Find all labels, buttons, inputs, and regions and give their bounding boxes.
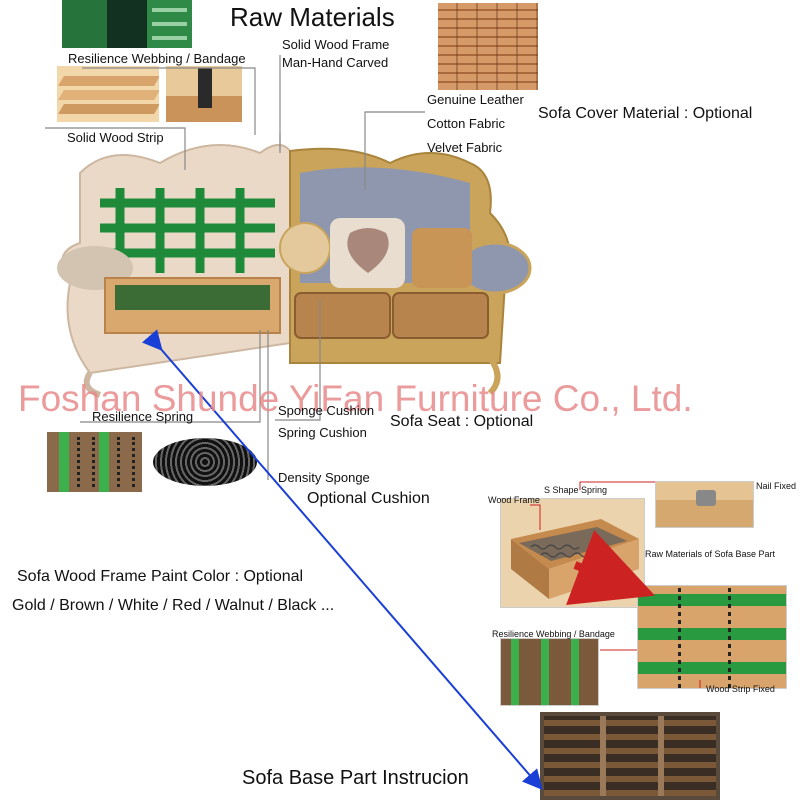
label-wood-frame: Wood Frame [488,495,540,505]
nail-fixed-photo [655,481,754,528]
wood-strip-photo [57,66,159,122]
label-webbing-small: Resilience Webbing / Bandage [492,629,615,639]
webbing-close-photo [637,585,787,689]
label-spring-cushion: Spring Cushion [278,425,367,440]
label-man-hand-carved: Man-Hand Carved [282,55,389,70]
label-webbing: Resilience Webbing / Bandage [68,51,246,66]
label-sofa-seat: Sofa Seat : Optional [390,413,534,430]
label-colors-list: Gold / Brown / White / Red / Walnut / Bl… [12,597,335,614]
label-paint-color: Sofa Wood Frame Paint Color : Optional [17,568,304,585]
lumber-stack-photo [438,3,538,90]
label-density-sponge: Density Sponge [278,470,370,485]
label-velvet-fabric: Velvet Fabric [427,140,503,155]
label-cover-material: Sofa Cover Material : Optional [538,105,753,122]
label-s-shape-spring: S Shape Spring [544,485,608,495]
label-base-instruction: Sofa Base Part Instrucion [242,767,469,789]
label-raw-materials-base: Raw Materials of Sofa Base Part [645,549,776,559]
label-genuine-leather: Genuine Leather [427,92,524,107]
sofa-illustration [50,133,540,403]
label-solid-wood-strip: Solid Wood Strip [67,130,164,145]
page-title: Raw Materials [230,2,395,32]
label-optional-cushion: Optional Cushion [307,490,430,507]
label-nail-fixed: Nail Fixed [756,481,797,491]
label-sponge-cushion: Sponge Cushion [278,403,375,418]
label-resilience-spring: Resilience Spring [92,409,194,424]
label-wood-strip-fixed: Wood Strip Fixed [706,684,775,694]
label-cotton-fabric: Cotton Fabric [427,116,506,131]
webbing-rolls-photo [62,0,192,48]
watermark: Foshan Shunde YiFan Furniture Co., Ltd. [18,378,693,419]
finished-base-photo [540,712,720,800]
label-solid-wood-frame: Solid Wood Frame [282,37,390,52]
wood-worker-photo [166,66,242,122]
spring-close-photo [47,432,142,492]
